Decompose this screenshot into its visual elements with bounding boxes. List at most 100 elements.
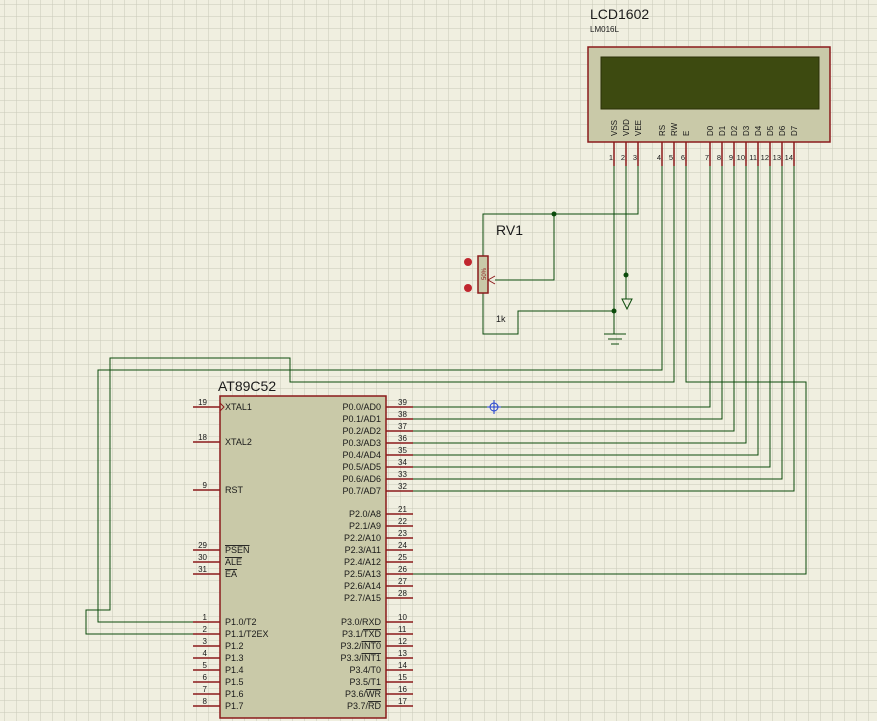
lcd-pin-d0[interactable]: D07	[705, 125, 715, 166]
wire-15	[495, 214, 555, 281]
pot-body[interactable]	[477, 255, 489, 294]
wire-8	[413, 166, 795, 492]
mcu-body[interactable]	[219, 395, 387, 719]
lcd-pin-label: D6	[778, 125, 787, 136]
mcu-pin-label: P0.5/AD5	[342, 462, 381, 472]
mcu-pin-label: P0.7/AD7	[342, 486, 381, 496]
mcu-pin-p3-7-rd[interactable]: 17 P3.7/RD	[347, 697, 413, 711]
lcd-pin-label: D5	[766, 125, 775, 136]
lcd-pin-number: 4	[657, 153, 661, 162]
mcu-pin-number: 23	[398, 529, 407, 538]
pot-wiper-arrow	[487, 275, 496, 285]
mcu-pin-label: P1.6	[225, 689, 244, 699]
mcu-pin-number: 1	[203, 613, 208, 622]
mcu-pin-number: 7	[203, 685, 208, 694]
lcd-pin-number: 1	[609, 153, 613, 162]
mcu-pin-label: RST	[225, 485, 244, 495]
mcu-name: AT89C52	[218, 378, 276, 394]
lcd-pin-number: 11	[749, 153, 757, 162]
lcd-screen	[600, 56, 820, 110]
mcu-pin-number: 17	[398, 697, 407, 706]
lcd-pin-number: 8	[717, 153, 721, 162]
mcu-pin-label: P3.5/T1	[349, 677, 381, 687]
lcd-pin-rs[interactable]: RS 4	[657, 125, 667, 166]
lcd-pin-label: E	[682, 131, 691, 136]
lcd-pin-label: RS	[658, 125, 667, 136]
pot-decrease-marker[interactable]	[464, 284, 472, 292]
mcu-pin-label: P3.6/WR	[345, 689, 382, 699]
mcu-pin-number: 19	[198, 398, 207, 407]
potentiometer-rv1[interactable]: RV1 50% 1k	[464, 222, 523, 324]
mcu-pin-number: 13	[398, 649, 407, 658]
pot-increase-marker[interactable]	[464, 258, 472, 266]
wire-1	[413, 166, 711, 408]
mcu-pin-label: P3.7/RD	[347, 701, 382, 711]
mcu-pin-label: EA	[225, 569, 237, 579]
lcd-model: LM016L	[590, 25, 619, 34]
lcd-pin-label: D0	[706, 125, 715, 136]
lcd-title: LCD1602	[590, 6, 649, 22]
lcd-pin-d2[interactable]: D29	[729, 125, 739, 166]
mcu-pin-label: P2.4/A12	[344, 557, 381, 567]
wire-14	[482, 166, 639, 256]
lcd-pin-d1[interactable]: D18	[717, 125, 727, 166]
lcd-pin-rw[interactable]: RW5	[669, 122, 679, 166]
mcu-pin-label: P2.0/A8	[349, 509, 381, 519]
mcu-pin-p1-6[interactable]: 7 P1.6	[193, 685, 244, 699]
mcu-pin-label: P3.2/INT0	[340, 641, 381, 651]
lcd-pin-e[interactable]: E6	[681, 131, 691, 166]
wire-16	[482, 293, 614, 335]
mcu-pin-number: 10	[398, 613, 407, 622]
wires	[85, 166, 807, 635]
pot-value: 1k	[496, 314, 506, 324]
wire-10	[97, 166, 663, 623]
